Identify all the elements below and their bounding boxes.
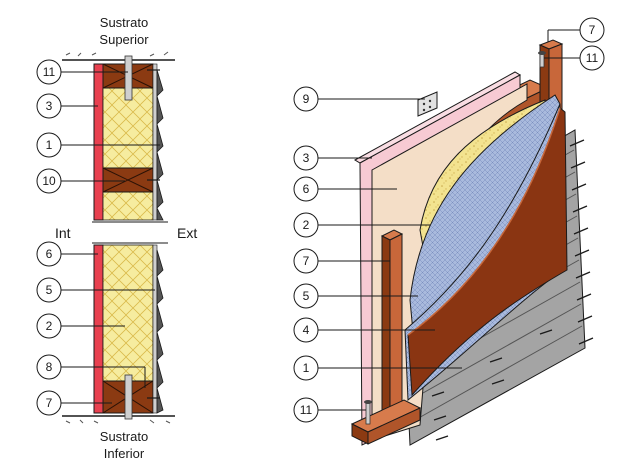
section-break: [86, 222, 172, 243]
callout-iso-5: 5: [293, 283, 418, 309]
top-substrate-slab: [62, 51, 175, 61]
top-substrate-label-line1: Sustrato: [100, 15, 148, 30]
bottom-plate: [102, 374, 154, 420]
anchor-bolt-bottom: [364, 400, 372, 425]
callout-section-6: 6: [36, 241, 98, 267]
callout-section-3: 3: [36, 93, 98, 119]
metal-clip-iso: [417, 91, 438, 117]
bottom-substrate-label-line2: Inferior: [104, 446, 145, 461]
callout-iso-7-front: 7: [293, 248, 390, 274]
wall-section: Sustrato Superior Sustrato Inferior Int …: [55, 15, 197, 461]
svg-text:3: 3: [303, 151, 310, 165]
mid-blocking: [102, 167, 154, 193]
isometric-wall: [350, 39, 594, 446]
svg-text:7: 7: [589, 23, 596, 37]
sheathing-upper: [152, 63, 158, 221]
svg-text:7: 7: [46, 396, 53, 410]
svg-text:8: 8: [46, 360, 53, 374]
interior-label: Int: [55, 225, 71, 241]
iso-callouts: 9 3 6 2 7 5 4: [293, 17, 605, 423]
insulation-upper: [102, 87, 154, 169]
svg-text:1: 1: [303, 361, 310, 375]
callout-section-1: 1: [36, 132, 160, 158]
svg-text:2: 2: [46, 319, 53, 333]
callout-iso-7-top: 7: [547, 17, 605, 43]
svg-text:7: 7: [303, 254, 310, 268]
callout-section-8: 8: [36, 354, 146, 388]
callout-section-7: 7: [36, 390, 112, 416]
callout-iso-4: 4: [293, 317, 435, 343]
top-plate: [102, 55, 154, 101]
svg-text:10: 10: [42, 174, 56, 188]
callout-iso-1: 1: [293, 355, 462, 381]
svg-text:5: 5: [303, 289, 310, 303]
callout-iso-6: 6: [293, 176, 397, 202]
exterior-label: Ext: [177, 225, 197, 241]
callout-iso-11-top: 11: [544, 45, 605, 71]
svg-text:11: 11: [43, 65, 56, 79]
callout-section-2: 2: [36, 313, 125, 339]
callout-section-5: 5: [36, 277, 155, 303]
interior-board-upper: [93, 63, 104, 221]
siding-lower: [156, 249, 164, 414]
insulation-lower: [102, 244, 154, 382]
callout-iso-9: 9: [293, 86, 425, 112]
section-callouts: 11 3 1 10 6 5 2: [36, 59, 160, 416]
callout-iso-11-bottom: 11: [293, 397, 366, 423]
svg-text:3: 3: [46, 99, 53, 113]
insulation-mid: [102, 191, 154, 221]
callout-iso-2: 2: [293, 212, 430, 238]
svg-text:9: 9: [303, 92, 310, 106]
svg-text:1: 1: [46, 138, 53, 152]
callout-section-11: 11: [36, 59, 128, 85]
bottom-substrate-label-line1: Sustrato: [100, 429, 148, 444]
svg-text:6: 6: [46, 247, 53, 261]
svg-text:5: 5: [46, 283, 53, 297]
bottom-substrate-slab: [62, 415, 175, 424]
svg-text:2: 2: [303, 218, 310, 232]
callout-section-10: 10: [36, 168, 125, 194]
svg-text:11: 11: [300, 403, 313, 417]
sheathing-lower: [152, 244, 158, 414]
callout-iso-3: 3: [293, 145, 372, 171]
anchor-bolt-top: [538, 51, 546, 68]
sheathing-board-iso: [407, 107, 568, 397]
svg-text:4: 4: [303, 323, 310, 337]
interior-board-lower: [93, 244, 104, 414]
top-substrate-label-line2: Superior: [99, 32, 149, 47]
svg-text:6: 6: [303, 182, 310, 196]
svg-text:11: 11: [586, 51, 599, 65]
front-stud-iso: [380, 229, 404, 426]
